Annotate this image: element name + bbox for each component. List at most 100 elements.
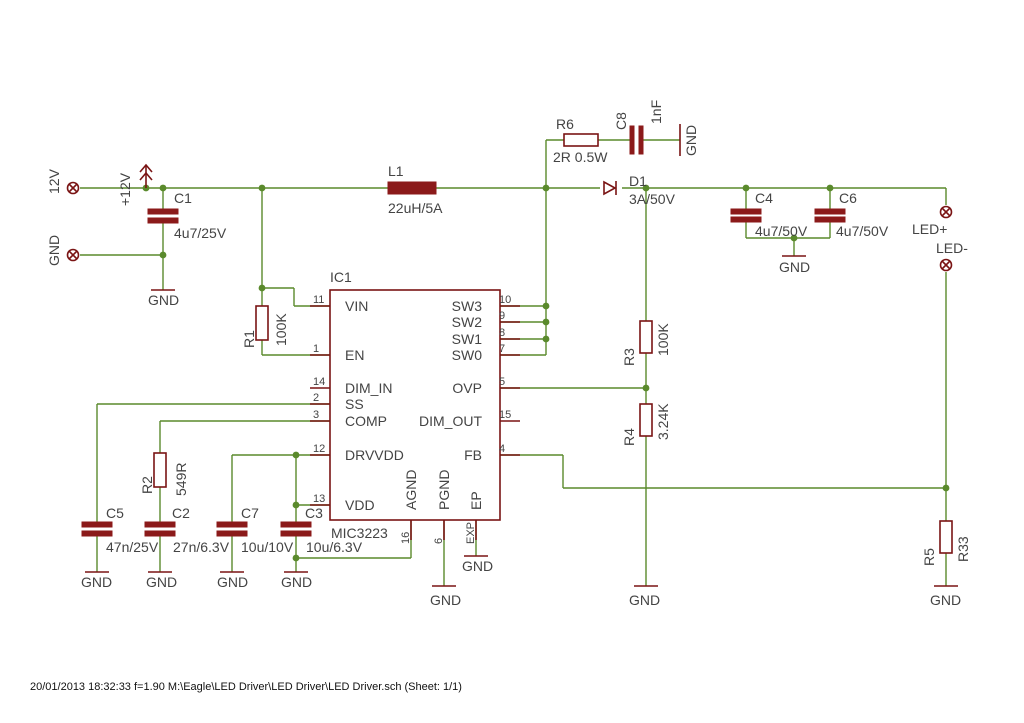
r1-value: 100K: [273, 313, 289, 346]
gnd-symbol: GND: [217, 571, 248, 590]
gnd-label: GND: [629, 592, 660, 608]
ic-pin-dim-in: 14 DIM_IN: [310, 376, 392, 396]
r3-name: R3: [621, 348, 637, 366]
resistor-r4[interactable]: R4 3.24K: [621, 403, 671, 446]
d1-name: D1: [629, 173, 647, 189]
ic1-package[interactable]: IC1 MIC3223: [329, 269, 501, 541]
capacitor-c2[interactable]: C2 27n/6.3V: [144, 505, 230, 555]
gnd-symbol-c8: GND: [679, 124, 699, 156]
pin-number: 15: [499, 409, 511, 421]
junction: [542, 184, 550, 192]
gnd-symbol: GND: [148, 289, 179, 308]
pin-name: PGND: [436, 470, 452, 510]
capacitor-c3[interactable]: C3 10u/6.3V: [280, 505, 363, 555]
gnd-label: GND: [81, 574, 112, 590]
ic-pin-en: 1 EN: [310, 343, 364, 363]
c7-value: 10u/10V: [241, 539, 294, 555]
junction: [790, 234, 798, 242]
resistor-r2[interactable]: R2 549R: [139, 452, 189, 496]
ic-pin-fb: 4FB: [464, 443, 520, 463]
c3-value: 10u/6.3V: [306, 539, 363, 555]
junction: [642, 184, 650, 192]
r6-value: 2R 0.5W: [553, 149, 608, 165]
gnd-label: GND: [779, 259, 810, 275]
capacitor-c6[interactable]: C6 4u7/50V: [814, 190, 889, 239]
junction: [159, 184, 167, 192]
pin-number: 6: [433, 538, 445, 544]
gnd-label: GND: [281, 574, 312, 590]
ic-pin-sw0: 7 SW0: [452, 343, 520, 363]
junction: [542, 302, 550, 310]
gnd-symbol: GND: [146, 571, 177, 590]
junction: [826, 184, 834, 192]
gnd-label: GND: [683, 125, 699, 156]
wires: [80, 139, 947, 586]
pin-name: SW0: [452, 347, 483, 363]
connector-led-plus-label: LED+: [912, 221, 947, 237]
connector-led-plus[interactable]: LED+: [912, 205, 953, 238]
c4-name: C4: [755, 190, 773, 206]
capacitor-c8[interactable]: C8 1nF: [613, 100, 664, 155]
resistor-r6[interactable]: R6 2R 0.5W: [553, 116, 608, 165]
pin-name: SS: [345, 396, 364, 412]
connector-gnd[interactable]: GND: [46, 235, 80, 266]
ic-pin-vdd: 13 VDD: [310, 493, 375, 513]
r5-name: R5: [921, 548, 937, 566]
pin-number: 7: [499, 343, 505, 355]
pin-number: 14: [313, 376, 325, 388]
junction: [742, 184, 750, 192]
c2-name: C2: [172, 505, 190, 521]
supply-12v-label: +12V: [117, 172, 133, 206]
pin-number: 13: [313, 493, 325, 505]
capacitor-c5[interactable]: C5 47n/25V: [81, 505, 159, 555]
capacitor-c1[interactable]: C1 4u7/25V: [147, 190, 227, 241]
resistor-r3[interactable]: R3 100K: [621, 320, 671, 366]
resistor-r5[interactable]: R5 R33: [921, 520, 971, 566]
resistor-r1[interactable]: R1 100K: [241, 305, 289, 348]
c6-name: C6: [839, 190, 857, 206]
junction: [292, 451, 300, 459]
connector-12v-label: 12V: [46, 168, 62, 194]
pin-number: 11: [313, 294, 324, 306]
pin-name: VDD: [345, 497, 375, 513]
gnd-symbol: GND: [779, 255, 810, 275]
connector-12v[interactable]: 12V: [46, 168, 80, 195]
d1-value: 3A/50V: [629, 191, 676, 207]
connector-led-minus-label: LED-: [936, 240, 968, 256]
c6-value: 4u7/50V: [836, 223, 889, 239]
r2-name: R2: [139, 476, 155, 494]
junction: [942, 484, 950, 492]
connector-led-minus[interactable]: LED-: [936, 240, 968, 272]
c7-name: C7: [241, 505, 259, 521]
r3-value: 100K: [655, 323, 671, 356]
pin-number: 10: [499, 294, 511, 306]
pin-name: OVP: [452, 380, 482, 396]
c1-name: C1: [174, 190, 192, 206]
capacitor-c7[interactable]: C7 10u/10V: [216, 505, 294, 555]
pin-name: EN: [345, 347, 364, 363]
pin-name: DIM_OUT: [419, 413, 482, 429]
pin-number: 8: [499, 327, 505, 339]
junction: [542, 318, 550, 326]
inductor-l1[interactable]: L1 22uH/5A: [387, 163, 443, 216]
c2-value: 27n/6.3V: [173, 539, 230, 555]
pin-number: 1: [313, 343, 319, 355]
gnd-label: GND: [430, 592, 461, 608]
r1-name: R1: [241, 330, 257, 348]
capacitor-c4[interactable]: C4 4u7/50V: [730, 190, 808, 239]
pin-name: DRVVDD: [345, 447, 404, 463]
diode-d1[interactable]: D1 3A/50V: [603, 173, 676, 207]
pin-number: 12: [313, 443, 325, 455]
ic-pin-drvvdd: 12 DRVVDD: [310, 443, 404, 463]
r6-name: R6: [556, 116, 574, 132]
gnd-label: GND: [930, 592, 961, 608]
gnd-symbol: GND: [281, 571, 312, 590]
pin-name: DIM_IN: [345, 380, 392, 396]
